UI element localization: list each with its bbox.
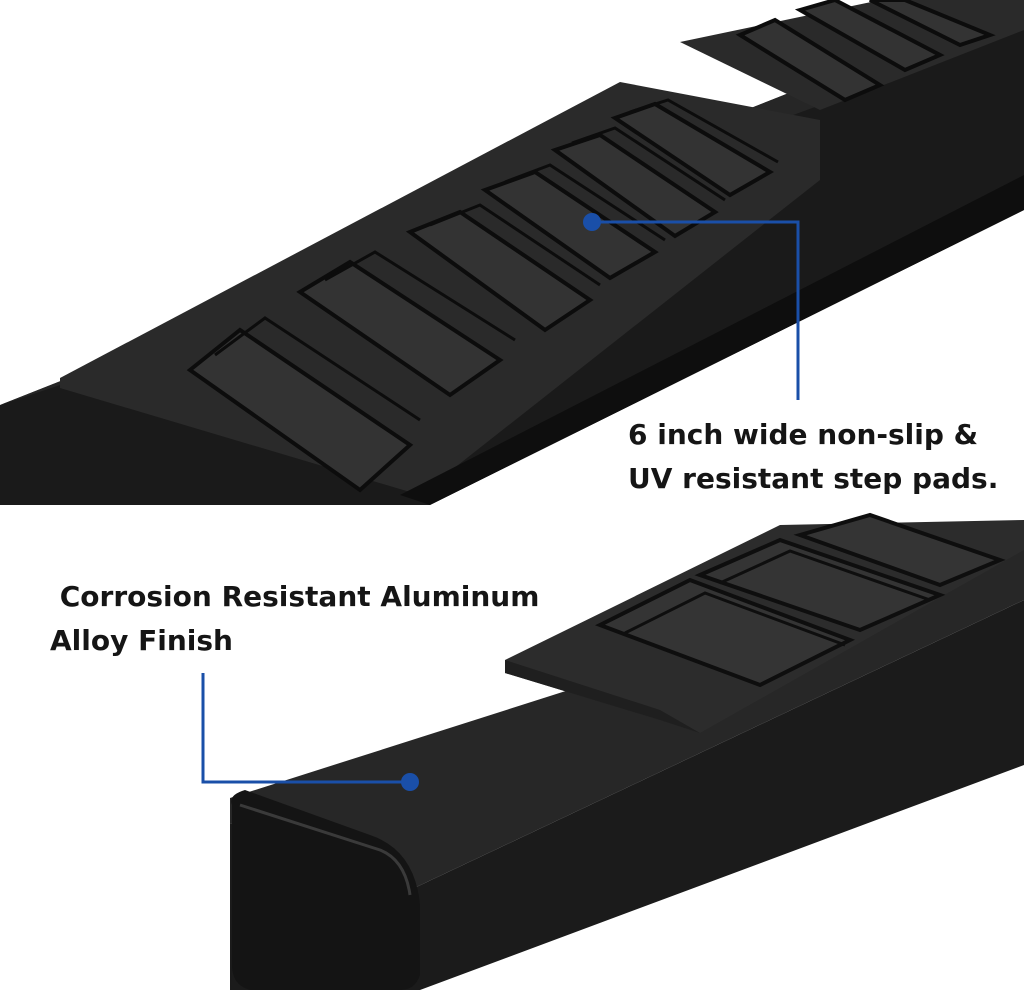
finish-leader-line	[201, 673, 410, 784]
step-pads-marker-dot	[583, 213, 601, 231]
step-pad-closeup-photo: 6 inch wide non-slip & UV resistant step…	[0, 0, 1024, 505]
finish-callout-line2: Alloy Finish	[50, 624, 233, 657]
board-end-image	[201, 512, 1024, 990]
board-end-photo	[0, 505, 1024, 990]
step-pad-closeup-image	[0, 0, 1024, 505]
finish-marker-dot	[401, 773, 419, 791]
step-pads-callout: 6 inch wide non-slip & UV resistant step…	[628, 413, 998, 501]
finish-callout-line1: Corrosion Resistant Aluminum	[50, 580, 540, 613]
finish-callout: Corrosion Resistant Aluminum Alloy Finis…	[50, 575, 539, 663]
step-pads-leader-line	[592, 220, 800, 400]
step-pads-callout-line1: 6 inch wide non-slip &	[628, 418, 979, 451]
step-pads-callout-line2: UV resistant step pads.	[628, 462, 999, 495]
